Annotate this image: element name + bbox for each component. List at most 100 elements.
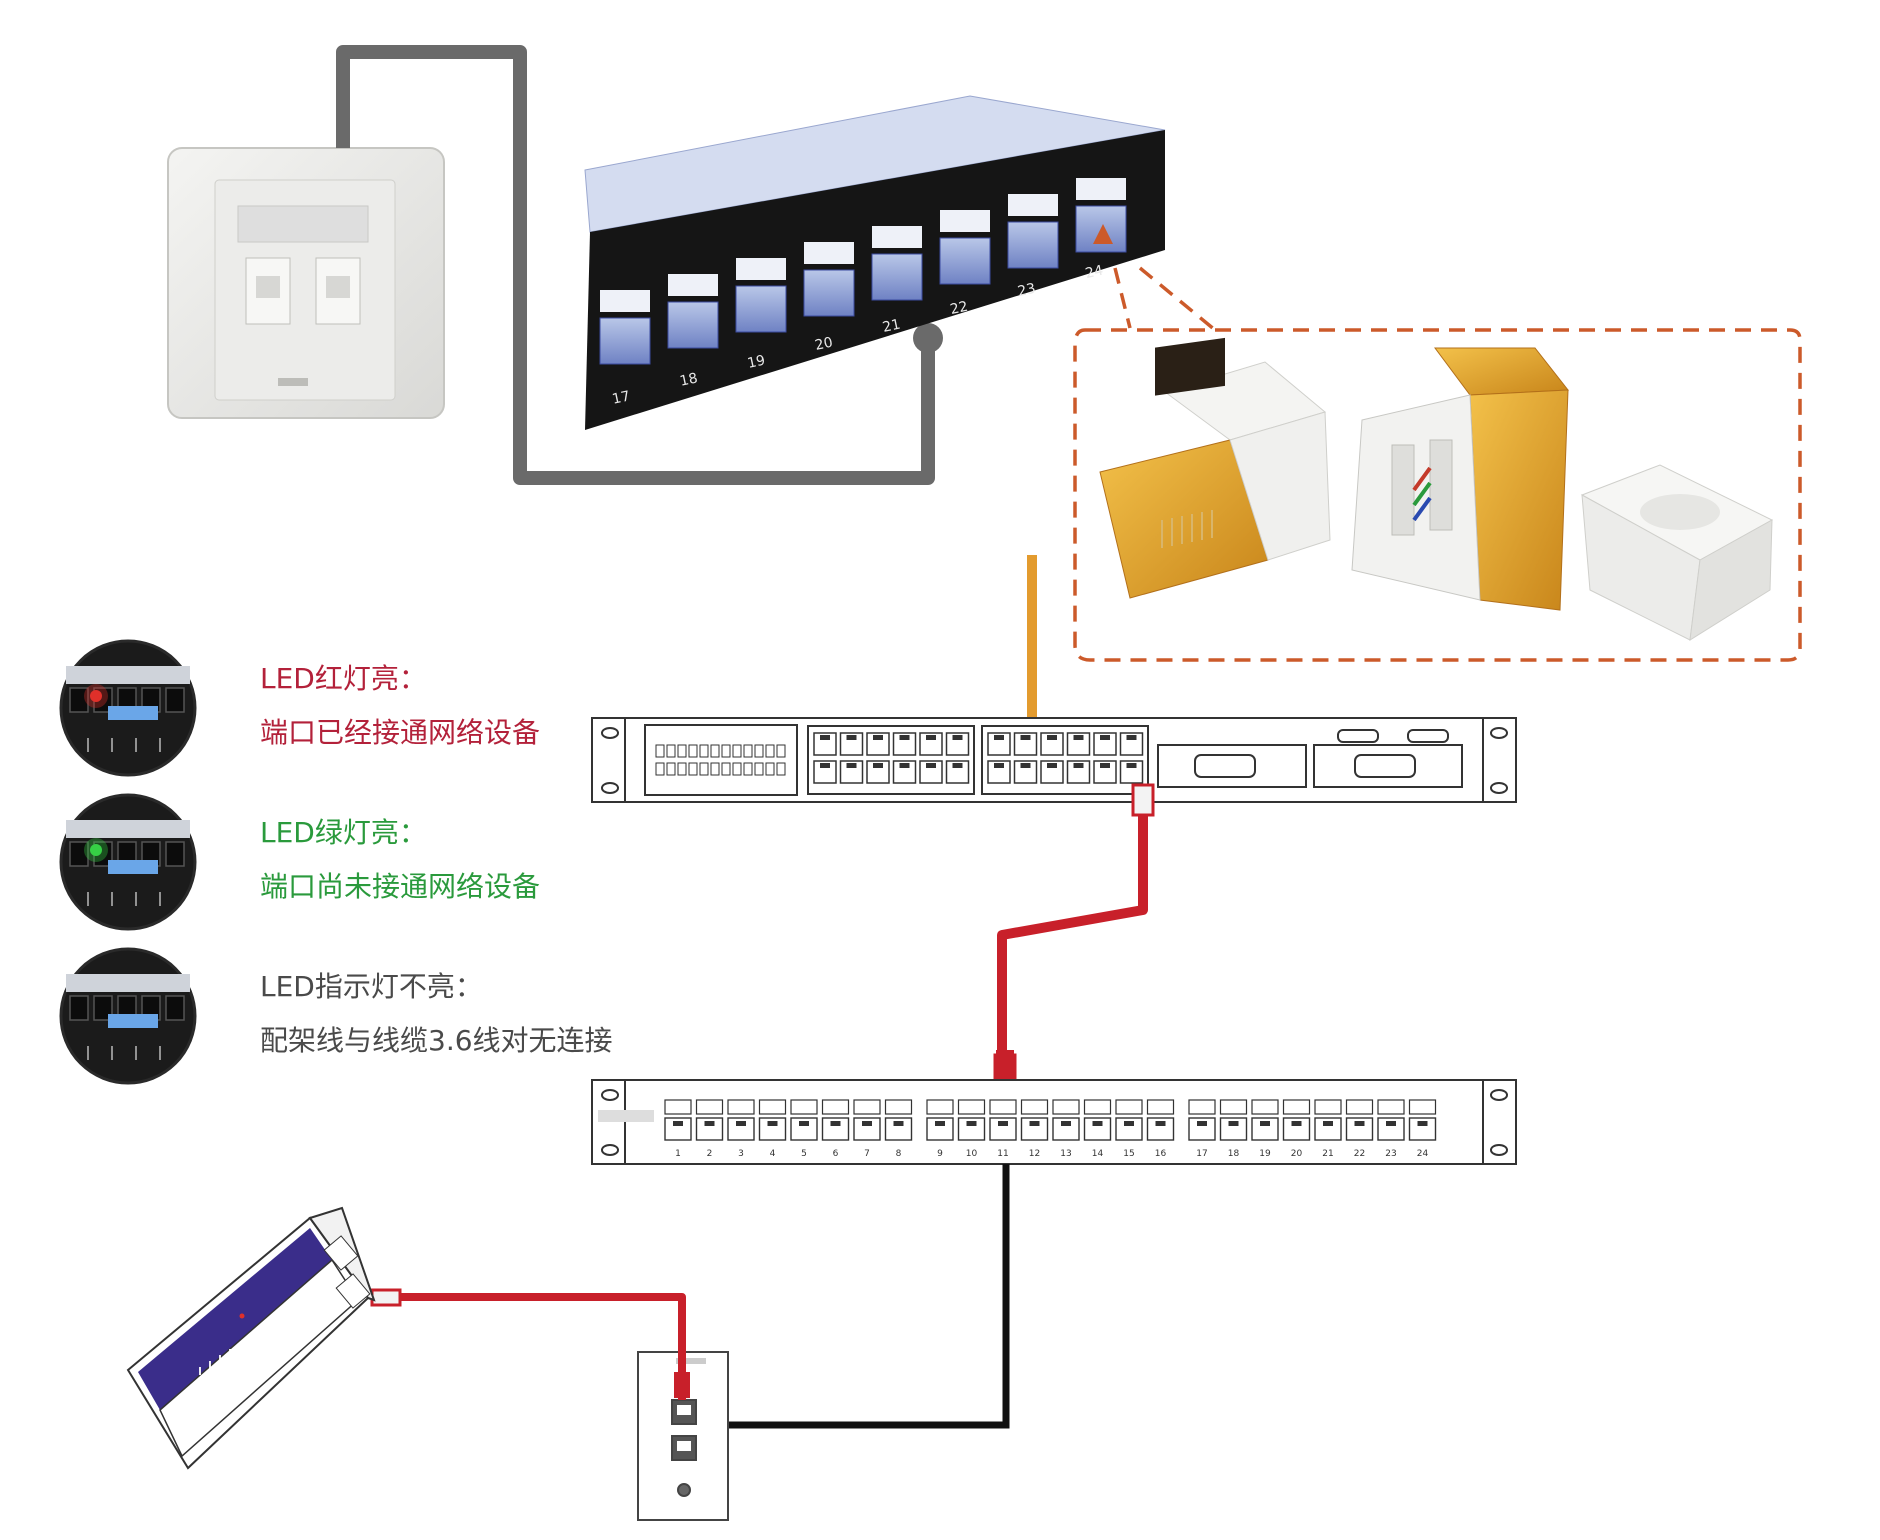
- port-number: 19: [746, 352, 767, 371]
- switch-port-latch: [1073, 735, 1084, 740]
- switch-port: [892, 732, 917, 756]
- thumbnail-port: [69, 995, 89, 1021]
- switch-led: [776, 762, 786, 776]
- patch-drawing-port-number: 13: [1060, 1149, 1071, 1159]
- thumbnail-plug: [108, 860, 158, 874]
- patch-drawing-port: [1219, 1117, 1248, 1141]
- thumbnail-strip: [66, 820, 190, 838]
- switch-port-latch: [1100, 763, 1110, 768]
- network-switch: [591, 717, 1517, 803]
- legend-off-desc: 配架线与线缆3.6线对无连接: [260, 1024, 613, 1057]
- patch-drawing-port-number: 12: [1029, 1149, 1040, 1159]
- patch-drawing-port-latch: [830, 1121, 841, 1126]
- switch-port-latch: [926, 735, 936, 740]
- switch-port-latch: [1047, 763, 1057, 768]
- patch-port: [871, 253, 923, 301]
- switch-led: [776, 744, 786, 758]
- keystone-back: [1351, 347, 1569, 611]
- patch-drawing-port: [1052, 1117, 1080, 1141]
- patch-drawing-label-box: [957, 1099, 986, 1115]
- patch-port: [735, 285, 787, 333]
- patch-drawing-port-number: 11: [997, 1149, 1008, 1159]
- switch-ports: [813, 732, 1144, 784]
- cable-terminal-dot: [913, 323, 943, 353]
- patch-drawing-port: [1083, 1117, 1112, 1141]
- patch-port: [1007, 221, 1059, 269]
- switch-port-latch: [1126, 763, 1137, 768]
- keystone-cap: [1580, 464, 1774, 641]
- wall-plate-photo: [167, 147, 445, 419]
- switch-port: [1040, 760, 1064, 784]
- patch-port: [599, 317, 651, 365]
- cable-black: [725, 1164, 1010, 1429]
- patch-drawing-port-number: 2: [707, 1149, 713, 1159]
- legend-green: LED绿灯亮： 端口尚未接通网络设备: [260, 806, 540, 914]
- led-glow: [84, 684, 108, 708]
- patch-drawing-label-box: [884, 1099, 913, 1115]
- switch-port-latch: [1073, 763, 1084, 768]
- switch-port: [1040, 732, 1064, 756]
- patch-drawing-port-latch: [1197, 1121, 1207, 1126]
- patch-drawing-port-latch: [767, 1121, 778, 1126]
- patch-drawing-port-number: 22: [1354, 1149, 1365, 1159]
- patch-drawing-port-latch: [1386, 1121, 1396, 1126]
- patch-drawing-port-latch: [736, 1121, 746, 1126]
- patch-drawing-label-box: [758, 1099, 787, 1115]
- patch-drawing-port-latch: [1260, 1121, 1270, 1126]
- port-label-strip: [872, 226, 922, 248]
- patch-drawing-port-latch: [673, 1121, 683, 1126]
- switch-led: [699, 762, 709, 776]
- port-24-arrow: [1093, 224, 1113, 244]
- patch-drawing-port-latch: [966, 1121, 977, 1126]
- led-light: [90, 690, 102, 702]
- patch-drawing-port-number: 19: [1259, 1149, 1271, 1159]
- patch-drawing-port-latch: [704, 1121, 715, 1126]
- patch-panel-ports: [599, 178, 1127, 365]
- port-label-strip: [1076, 178, 1126, 200]
- port-label-strip: [736, 258, 786, 280]
- switch-led: [699, 744, 709, 758]
- led-thumbnail: [59, 639, 197, 777]
- patch-drawing-port-latch: [799, 1121, 809, 1126]
- switch-port: [1013, 732, 1038, 756]
- led-glow: [84, 838, 108, 862]
- patch-drawing-port: [1314, 1117, 1342, 1141]
- patch-drawing-port-number: 1: [675, 1149, 681, 1159]
- switch-port: [813, 760, 837, 784]
- patch-drawing-port: [695, 1117, 724, 1141]
- port-label-strip: [940, 210, 990, 232]
- patch-drawing-port-number: 24: [1417, 1149, 1429, 1159]
- patch-drawing-port-number: 10: [966, 1149, 978, 1159]
- port-label-strip: [1008, 194, 1058, 216]
- led-light: [90, 844, 102, 856]
- test-cord-red: [400, 1293, 686, 1400]
- patch-drawing-port: [884, 1117, 913, 1141]
- patch-drawing-port: [853, 1117, 881, 1141]
- patch-drawing-port-latch: [1228, 1121, 1239, 1126]
- switch-port: [1119, 732, 1144, 756]
- patch-drawing-port-number: 20: [1291, 1149, 1303, 1159]
- legend-red-title: LED红灯亮：: [260, 662, 427, 695]
- callout-leader: [1113, 266, 1217, 332]
- patch-drawing-label-box: [695, 1099, 724, 1115]
- switch-port: [892, 760, 917, 784]
- switch-port: [945, 732, 970, 756]
- switch-port-latch: [820, 763, 830, 768]
- patch-drawing-port: [1251, 1117, 1279, 1141]
- patch-drawing-port-number: 4: [770, 1149, 776, 1159]
- patch-drawing-label-box: [1115, 1099, 1143, 1115]
- port-label-strip: [668, 274, 718, 296]
- switch-port: [839, 732, 864, 756]
- patch-drawing-port-latch: [1061, 1121, 1071, 1126]
- switch-led: [765, 744, 775, 758]
- switch-led: [666, 744, 676, 758]
- patch-port: [939, 237, 991, 285]
- thumbnail-port: [165, 995, 185, 1021]
- switch-port-latch: [952, 763, 963, 768]
- patch-drawing-port: [1345, 1117, 1374, 1141]
- patch-drawing-port-latch: [998, 1121, 1008, 1126]
- thumbnail-strip: [66, 974, 190, 992]
- patch-drawing-label-box: [1314, 1099, 1342, 1115]
- port-number: 17: [611, 388, 632, 407]
